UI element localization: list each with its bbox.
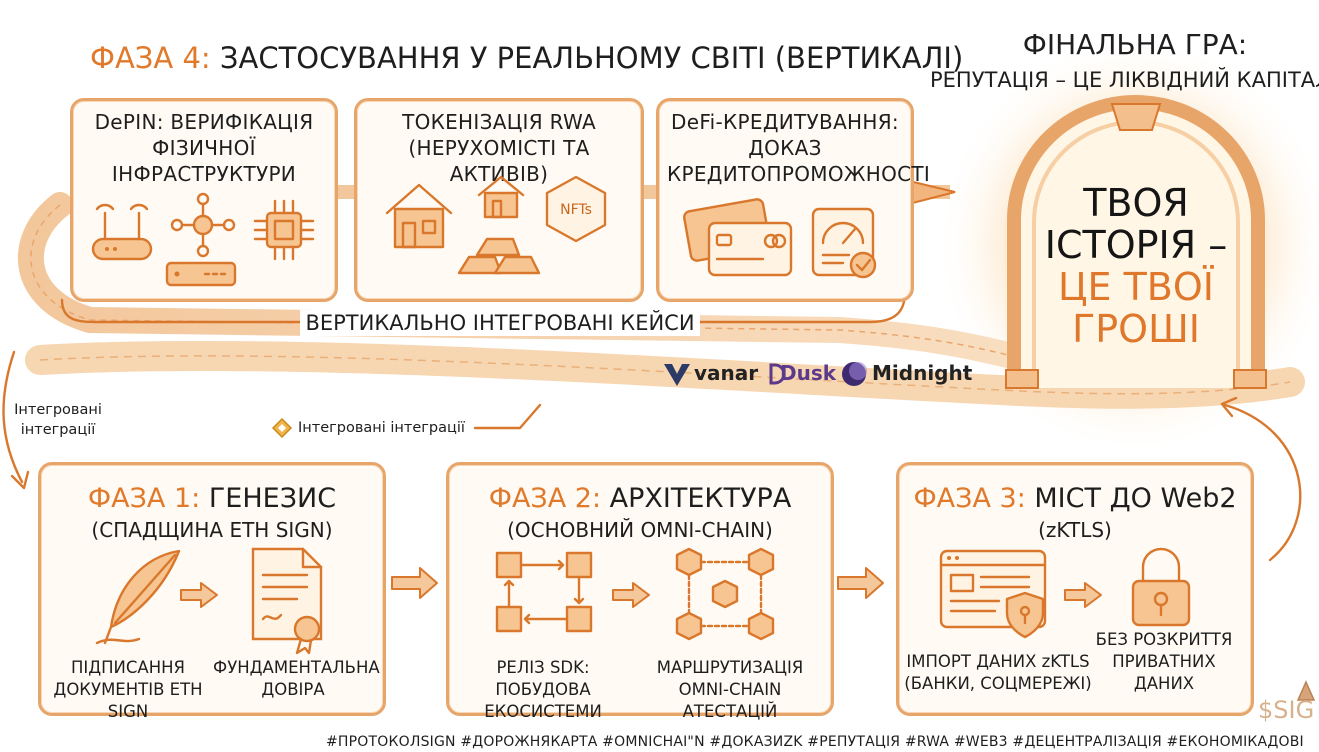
phase1-heading: ФАЗА 1: ГЕНЕЗИС: [41, 483, 383, 515]
arrow-right-icon: [179, 581, 219, 609]
phase3-prefix: ФАЗА 3:: [913, 483, 1025, 514]
phase2-caption-left: РЕЛІЗ SDK: ПОБУДОВА ЕКОСИСТЕМИ: [453, 657, 633, 723]
phase2-title: АРХІТЕКТУРА: [610, 483, 792, 514]
phase4-prefix: ФАЗА 4:: [90, 41, 211, 75]
arrow-right-icon: [1063, 581, 1103, 609]
padlock-icon: [1127, 545, 1195, 629]
final-heading: ФІНАЛЬНА ГРА:: [980, 28, 1290, 62]
card-phase1: ФАЗА 1: ГЕНЕЗИС (СПАДЩИНА ETH SIGN) ПІДП…: [38, 462, 386, 716]
final-subheading: РЕПУТАЦІЯ – ЦЕ ЛІКВІДНИЙ КАПІТАЛ: [930, 66, 1319, 94]
vanar-logo-icon: [662, 360, 692, 388]
credit-gauge-icon: [809, 205, 881, 281]
integrations-center-label: Інтегровані інтеграції: [298, 418, 478, 438]
phase2-subtitle: (ОСНОВНИЙ OMNI-CHAIN): [449, 517, 831, 543]
phase3-title: МІСТ ДО Web2: [1034, 483, 1236, 514]
card-depin: DePIN: ВЕРИФІКАЦІЯ ФІЗИЧНОЇ ІНФРАСТРУКТУ…: [70, 98, 338, 302]
phase3-subtitle: (zKTLS): [899, 517, 1251, 543]
phase3-caption-left: ІМПОРТ ДАНИХ zKTLS (БАНКИ, СОЦМЕРЕЖІ): [903, 651, 1093, 695]
phase2-caption-right: МАРШРУТИЗАЦІЯ OMNI-CHAIN АТЕСТАЦІЙ: [633, 657, 827, 723]
certificate-icon: [247, 545, 333, 655]
nft-label: NFTs: [560, 202, 592, 218]
card-rwa: ТОКЕНІЗАЦІЯ RWA (НЕРУХОМІСТІ ТА АКТИВІВ)…: [354, 98, 644, 302]
arrow-right-icon: [611, 581, 651, 609]
card-phase3: ФАЗА 3: МІСТ ДО Web2 (zKTLS) ІМПОРТ ДАНИ…: [896, 462, 1254, 716]
portal-line-3: ЦЕ ТВОЇ: [1030, 266, 1242, 308]
phase4-heading: ФАЗА 4: ЗАСТОСУВАННЯ У РЕАЛЬНОМУ СВІТІ (…: [90, 40, 910, 76]
sdk-flow-icon: [495, 551, 595, 635]
phase2-prefix: ФАЗА 2:: [489, 483, 601, 514]
phase1-subtitle: (СПАДЩИНА ETH SIGN): [41, 517, 383, 543]
card-phase2: ФАЗА 2: АРХІТЕКТУРА (ОСНОВНИЙ OMNI-CHAIN…: [446, 462, 834, 716]
partner-dusk: Dusk: [780, 361, 836, 385]
router-icon: [87, 199, 157, 269]
midnight-logo-icon: [840, 360, 868, 388]
card-defi: DeFi-КРЕДИТУВАННЯ: ДОКАЗ КРЕДИТОПРОМОЖНО…: [656, 98, 914, 302]
portal-line-4: ГРОШІ: [1030, 308, 1242, 350]
portal-text: ТВОЯ ІСТОРІЯ – ЦЕ ТВОЇ ГРОШІ: [1030, 182, 1242, 350]
browser-shield-icon: [939, 547, 1059, 639]
portal-line-2: ІСТОРІЯ –: [1030, 224, 1242, 266]
card-depin-title: DePIN: ВЕРИФІКАЦІЯ ФІЗИЧНОЇ ІНФРАСТРУКТУ…: [87, 109, 321, 187]
phase1-caption-left: ПІДПИСАННЯ ДОКУМЕНТІВ ETH SIGN: [43, 657, 213, 723]
server-box-icon: [165, 261, 237, 289]
vertical-cases-label: ВЕРТИКАЛЬНО ІНТЕГРОВАНІ КЕЙСИ: [300, 310, 700, 336]
phase3-caption-right: БЕЗ РОЗКРИТТЯ ПРИВАТНИХ ДАНИХ: [1089, 629, 1239, 695]
small-house-icon: [475, 173, 527, 219]
sign-logo: $SIG: [1258, 696, 1319, 724]
hashtags: #ПРОТОКОЛSIGN #ДОРОЖНЯКАРТА #OMNICHAI"N …: [326, 733, 1319, 751]
gold-bars-icon: [455, 229, 543, 279]
phase1-caption-right: ФУНДАМЕНТАЛЬНА ДОВІРА: [213, 657, 373, 701]
quill-pen-icon: [93, 547, 185, 647]
chip-icon: [251, 197, 317, 263]
portal-line-1: ТВОЯ: [1030, 182, 1242, 224]
partner-vanar: vanar: [694, 361, 758, 385]
phase1-title: ГЕНЕЗИС: [209, 483, 336, 514]
integrations-left-label: Інтегровані інтеграції: [12, 400, 104, 440]
credit-cards-icon: [683, 197, 795, 281]
partner-logos: vanar Dusk Midnight: [662, 358, 972, 390]
binance-diamond-icon: [272, 418, 292, 438]
phase1-prefix: ФАЗА 1:: [88, 483, 200, 514]
partner-midnight: Midnight: [872, 361, 972, 385]
network-node-icon: [171, 193, 235, 257]
house-icon: [381, 179, 457, 251]
phase4-title: ЗАСТОСУВАННЯ У РЕАЛЬНОМУ СВІТІ (ВЕРТИКАЛ…: [220, 41, 963, 75]
nft-hexagon-icon: NFTs: [543, 173, 609, 245]
blockchain-cubes-icon: [675, 547, 775, 643]
card-defi-title: DeFi-КРЕДИТУВАННЯ: ДОКАЗ КРЕДИТОПРОМОЖНО…: [667, 109, 903, 187]
phase3-heading: ФАЗА 3: МІСТ ДО Web2: [899, 483, 1251, 515]
phase2-heading: ФАЗА 2: АРХІТЕКТУРА: [449, 483, 831, 515]
